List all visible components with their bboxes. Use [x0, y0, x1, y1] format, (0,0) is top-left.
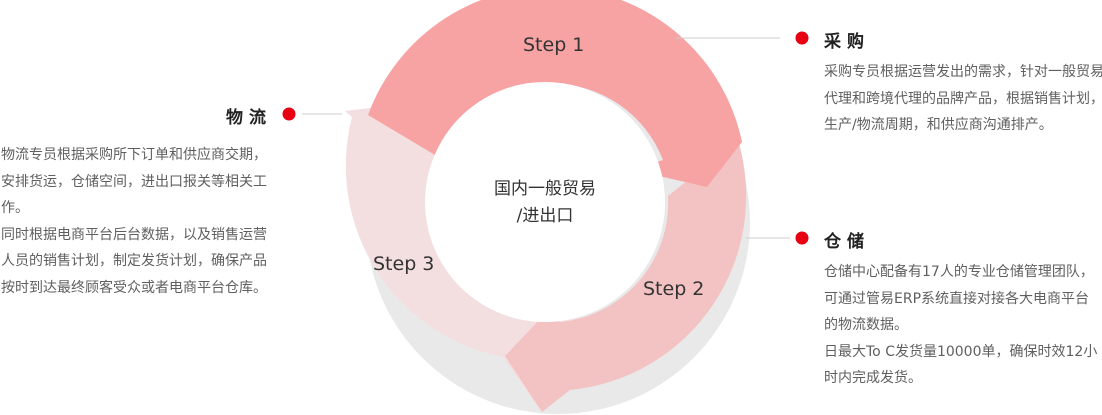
arc-step-1 [368, 0, 742, 187]
procurement-text-1: 采购专员根据运营发出的需求，针对一般贸易代理和跨境代理的品牌产品，根据销售计划，… [824, 64, 1102, 133]
center-circle [425, 82, 665, 322]
logistics-description: 物流专员根据采购所下订单和供应商交期，安排货运，仓储空间，进出口报关等相关工作。… [1, 142, 277, 301]
logistics-title: 物流 [226, 108, 272, 128]
warehouse-description: 仓储中心配备有17人的专业仓储管理团队，可通过管易ERP系统直接对接各大电商平台… [824, 259, 1100, 392]
step-3-label: Step 3 [373, 253, 435, 275]
center-line-1: 国内一般贸易 [494, 179, 596, 199]
logistics-text-1: 物流专员根据采购所下订单和供应商交期，安排货运，仓储空间，进出口报关等相关工作。 [1, 147, 267, 216]
warehouse-text-1: 仓储中心配备有17人的专业仓储管理团队，可通过管易ERP系统直接对接各大电商平台… [824, 264, 1094, 333]
dot-warehouse [795, 231, 809, 245]
logistics-text-2: 同时根据电商平台后台数据，以及销售运营人员的销售计划，制定发货计划，确保产品按时… [1, 226, 267, 296]
procurement-title: 采购 [824, 32, 870, 52]
warehouse-title: 仓储 [824, 232, 870, 252]
arc-step-2 [505, 140, 747, 412]
center-label: 国内一般贸易 /进出口 [445, 176, 645, 230]
step-2-label: Step 2 [643, 278, 705, 300]
dot-procurement [795, 31, 809, 45]
procurement-description: 采购专员根据运营发出的需求，针对一般贸易代理和跨境代理的品牌产品，根据销售计划，… [824, 59, 1102, 139]
dot-logistics [282, 107, 296, 121]
center-line-2: /进出口 [516, 206, 574, 226]
warehouse-text-2: 日最大To C发货量10000单，确保时效12小时内完成发货。 [824, 343, 1098, 387]
step-1-label: Step 1 [523, 34, 585, 56]
